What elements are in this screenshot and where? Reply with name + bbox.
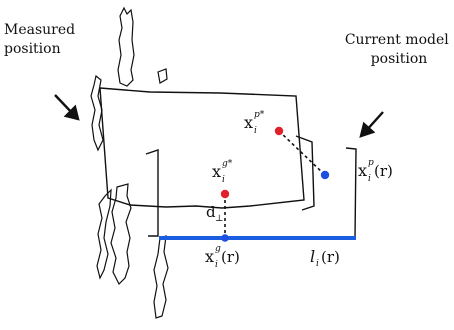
math-d-perp: d ⊥ (206, 203, 223, 224)
math-xp-r-base: x (358, 161, 367, 180)
math-xg-r-sub: i (215, 260, 218, 270)
math-xp-r-sub: i (368, 174, 371, 184)
dashed-connectors (224, 130, 326, 238)
measured-silhouette (90, 6, 169, 319)
math-l-r-arg: (r) (321, 248, 340, 266)
math-xg-r-arg: (r) (221, 248, 240, 266)
model-neck (145, 149, 159, 237)
label-measured-position: Measured position (4, 22, 80, 57)
math-xp-r: x p i (r) (358, 158, 393, 184)
math-l-r-sub: i (316, 259, 319, 269)
math-xg-star-sup: g* (222, 159, 233, 169)
math-xg-r: x g i (r) (205, 244, 240, 270)
math-xg-star: x g* i (212, 159, 233, 185)
math-xg-star-base: x (212, 162, 221, 181)
model-upper-body (99, 87, 305, 209)
math-xp-star-sup: p* (254, 110, 265, 120)
measured-top-fragment (117, 6, 135, 87)
math-xg-r-base: x (205, 247, 214, 266)
point-xg-star (220, 189, 230, 199)
points (220, 126, 330, 242)
label-measured-line1: Measured (4, 22, 75, 38)
math-xp-star-sub: i (254, 126, 257, 136)
math-xp-r-sup: p (368, 158, 374, 168)
label-current-model-position: Current model position (345, 32, 453, 67)
arrows (54, 94, 384, 138)
math-d-perp-base: d (206, 203, 216, 221)
measured-arrow-head (63, 104, 80, 121)
label-current-line2: position (371, 51, 428, 67)
math-xp-star-base: x (244, 113, 253, 132)
math-xp-star: x p* i (244, 110, 265, 136)
math-l-r: l i (r) (310, 247, 340, 269)
model-front-tail (344, 147, 357, 239)
model-rear-fin (295, 135, 315, 211)
label-measured-line2: position (4, 41, 61, 57)
measured-bottom-fragment (110, 183, 132, 286)
math-xg-star-sub: i (222, 175, 225, 185)
measured-top-small-fragment (157, 68, 168, 84)
point-xg-model (221, 234, 229, 242)
point-xp-star (274, 126, 284, 136)
measured-lower-fragment (153, 235, 169, 319)
label-current-line1: Current model (345, 32, 449, 48)
math-d-perp-sub: ⊥ (215, 214, 223, 224)
model-arrow-head (359, 121, 376, 138)
measured-bottom-left-fragment (96, 188, 112, 280)
point-xp-model (320, 170, 330, 180)
math-l-r-base: l (310, 247, 315, 266)
dash-p-to-model (278, 130, 326, 176)
math-xg-r-sup: g (215, 244, 221, 254)
measured-left-edge (90, 74, 104, 152)
math-xp-r-arg: (r) (374, 162, 393, 180)
